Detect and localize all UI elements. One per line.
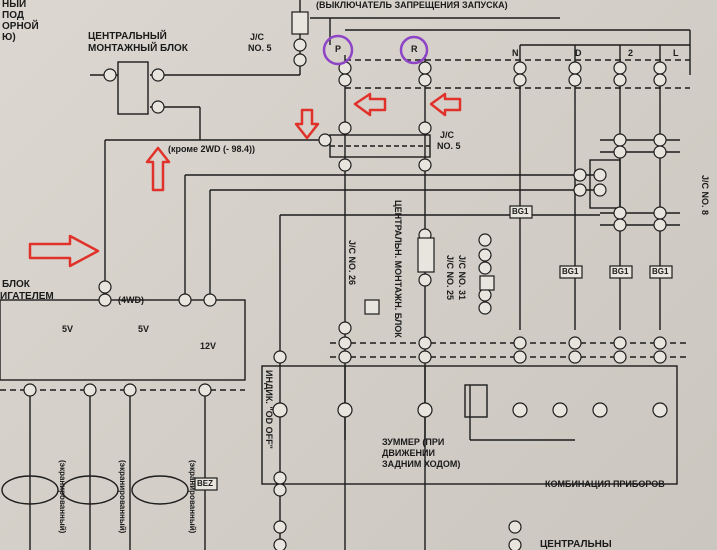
top-left-text-1: НЫЙ xyxy=(2,0,27,10)
buzzer-label-1: ЗУММЕР (ПРИ xyxy=(382,437,445,447)
jc5-mid-label-2: NO. 5 xyxy=(437,141,461,151)
buzzer-label-2: ДВИЖЕНИИ xyxy=(382,448,435,458)
jc8-label: J/C NO. 8 xyxy=(700,175,710,216)
jc5-top-label-2: NO. 5 xyxy=(248,43,272,53)
voltage-5v-b: 5V xyxy=(138,324,150,334)
top-left-text-4: Ю) xyxy=(2,32,16,43)
buzzer-label-3: ЗАДНИМ ХОДОМ) xyxy=(382,459,461,469)
bg1-box-d: BG1 xyxy=(652,267,669,276)
connector-terminals xyxy=(23,38,668,550)
connector-n: N xyxy=(512,48,519,58)
engine-block-label-2: ИГАТЕЛЕМ xyxy=(0,291,54,302)
connector-d: D xyxy=(575,48,582,58)
jc5-mid-label-1: J/C xyxy=(440,130,455,140)
bez-box: BEZ xyxy=(197,479,213,488)
red-arrow-left-1 xyxy=(353,92,387,117)
voltage-12v: 12V xyxy=(200,341,217,351)
shielded-label-2: (экранированный) xyxy=(118,460,127,534)
connector-p: P xyxy=(335,44,342,54)
red-arrow-right xyxy=(28,234,100,268)
jc26-label: J/C NO. 26 xyxy=(347,240,357,286)
top-left-text-2: ПОД xyxy=(2,10,24,21)
central-bottom-label: ЦЕНТРАЛЬНЫ xyxy=(540,539,612,550)
shielded-label-1: (экранированный) xyxy=(58,460,67,534)
bg1-box-a: BG1 xyxy=(512,207,529,216)
shielded-label-3: (экранированный) xyxy=(188,460,197,534)
voltage-5v-a: 5V xyxy=(62,324,74,334)
red-arrow-down xyxy=(294,108,320,140)
central-block-label-1: ЦЕНТРАЛЬНЫЙ xyxy=(88,31,167,42)
inhibitor-switch-label: (ВЫКЛЮЧАТЕЛЬ ЗАПРЕЩЕНИЯ ЗАПУСКА) xyxy=(316,0,508,10)
red-arrow-left-2 xyxy=(429,92,462,117)
central-block-label-2: МОНТАЖНЫЙ БЛОК xyxy=(88,43,188,54)
engine-block-label-1: БЛОК xyxy=(2,279,30,290)
central-block-vertical-label: ЦЕНТРАЛЬН. МОНТАЖН. БЛОК xyxy=(393,200,403,338)
connector-l: L xyxy=(673,48,679,58)
jc5-top-label-1: J/C xyxy=(250,32,265,42)
highlight-circle-p xyxy=(322,34,354,66)
connector-2: 2 xyxy=(628,48,634,58)
red-arrow-up xyxy=(145,146,171,192)
bg1-box-b: BG1 xyxy=(562,267,579,276)
top-left-text-3: ОРНОЙ xyxy=(2,21,39,32)
jc31-label: J/C NO. 31 xyxy=(457,255,467,301)
fourwd-label: (4WD) xyxy=(118,295,144,305)
connector-r: R xyxy=(411,44,418,54)
except-2wd-label: (кроме 2WD (- 98.4)) xyxy=(168,144,256,154)
jc25-label: J/C NO. 25 xyxy=(445,255,455,301)
od-off-indicator-label: ИНДИК. "OD OFF" xyxy=(264,370,274,449)
highlight-circle-r xyxy=(399,35,429,65)
bg1-box-c: BG1 xyxy=(612,267,629,276)
combination-meter-label: КОМБИНАЦИЯ ПРИБОРОВ xyxy=(545,479,665,489)
